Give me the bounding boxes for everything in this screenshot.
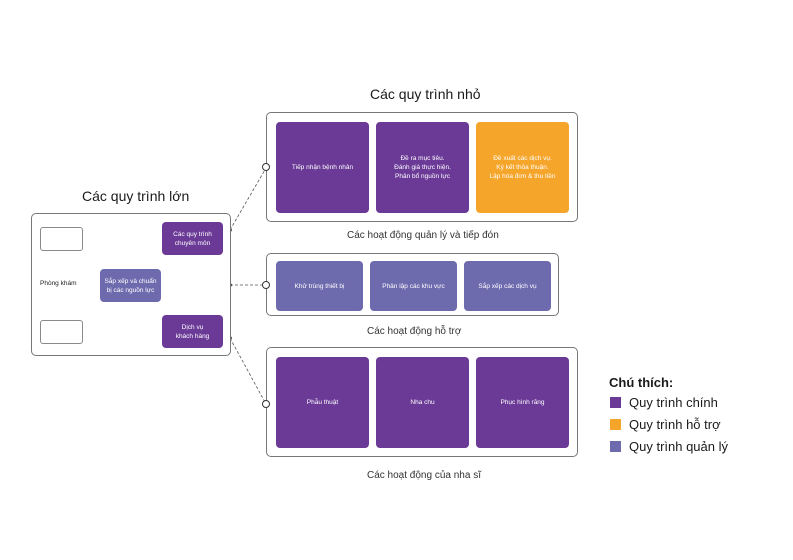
support-group: Khử trùng thiết bị Phân lập các khu vực …	[266, 253, 559, 316]
legend-title: Chú thích:	[609, 375, 674, 390]
goal-setting-box: Đề ra mục tiêu. Đánh giá thực hiện. Phân…	[376, 122, 469, 213]
professional-processes-box: Các quy trình chuyên môn	[162, 222, 223, 255]
resource-preparation-box: Sắp xếp và chuẩn bị các nguồn lực	[100, 269, 161, 302]
dentist-group: Phẫu thuật Nha chu Phục hình răng	[266, 347, 578, 457]
legend-swatch-support	[610, 419, 621, 430]
legend-swatch-management	[610, 441, 621, 452]
support-caption: Các hoạt động hỗ trợ	[367, 326, 462, 337]
patient-intake-box: Tiếp nhận bệnh nhân	[276, 122, 369, 213]
periodontics-box: Nha chu	[376, 357, 469, 448]
service-arrangement-box: Sắp xếp các dịch vụ	[464, 261, 551, 311]
connector-circle-support	[262, 281, 270, 289]
empty-placeholder-top	[40, 227, 83, 251]
zone-separation-box: Phân lập các khu vực	[370, 261, 457, 311]
legend-item-management: Quy trình quản lý	[610, 439, 728, 454]
clinic-panel: Phòng khám Các quy trình chuyên môn Sắp …	[31, 213, 231, 356]
connector-line-management	[229, 167, 267, 231]
legend-item-main: Quy trình chính	[610, 395, 718, 410]
prosthodontics-box: Phục hình răng	[476, 357, 569, 448]
connector-circle-dentist	[262, 400, 270, 408]
connector-line-dentist	[229, 337, 267, 405]
legend-label-support: Quy trình hỗ trợ	[629, 417, 721, 432]
empty-placeholder-bottom	[40, 320, 83, 344]
dentist-caption: Các hoạt động của nha sĩ	[367, 470, 481, 481]
legend-label-main: Quy trình chính	[629, 395, 718, 410]
legend-item-support: Quy trình hỗ trợ	[610, 417, 721, 432]
sterilization-box: Khử trùng thiết bị	[276, 261, 363, 311]
management-reception-caption: Các hoạt động quản lý và tiếp đón	[347, 230, 499, 241]
large-processes-title: Các quy trình lớn	[82, 188, 190, 204]
connector-circle-management	[262, 163, 270, 171]
small-processes-title: Các quy trình nhỏ	[370, 86, 481, 102]
clinic-label: Phòng khám	[40, 280, 77, 287]
service-proposal-box: Đề xuất các dịch vụ. Ký kết thỏa thuận. …	[476, 122, 569, 213]
legend-label-management: Quy trình quản lý	[629, 439, 728, 454]
management-reception-group: Tiếp nhận bệnh nhân Đề ra mục tiêu. Đánh…	[266, 112, 578, 222]
legend-swatch-main	[610, 397, 621, 408]
surgery-box: Phẫu thuật	[276, 357, 369, 448]
customer-service-box: Dịch vụ khách hàng	[162, 315, 223, 348]
